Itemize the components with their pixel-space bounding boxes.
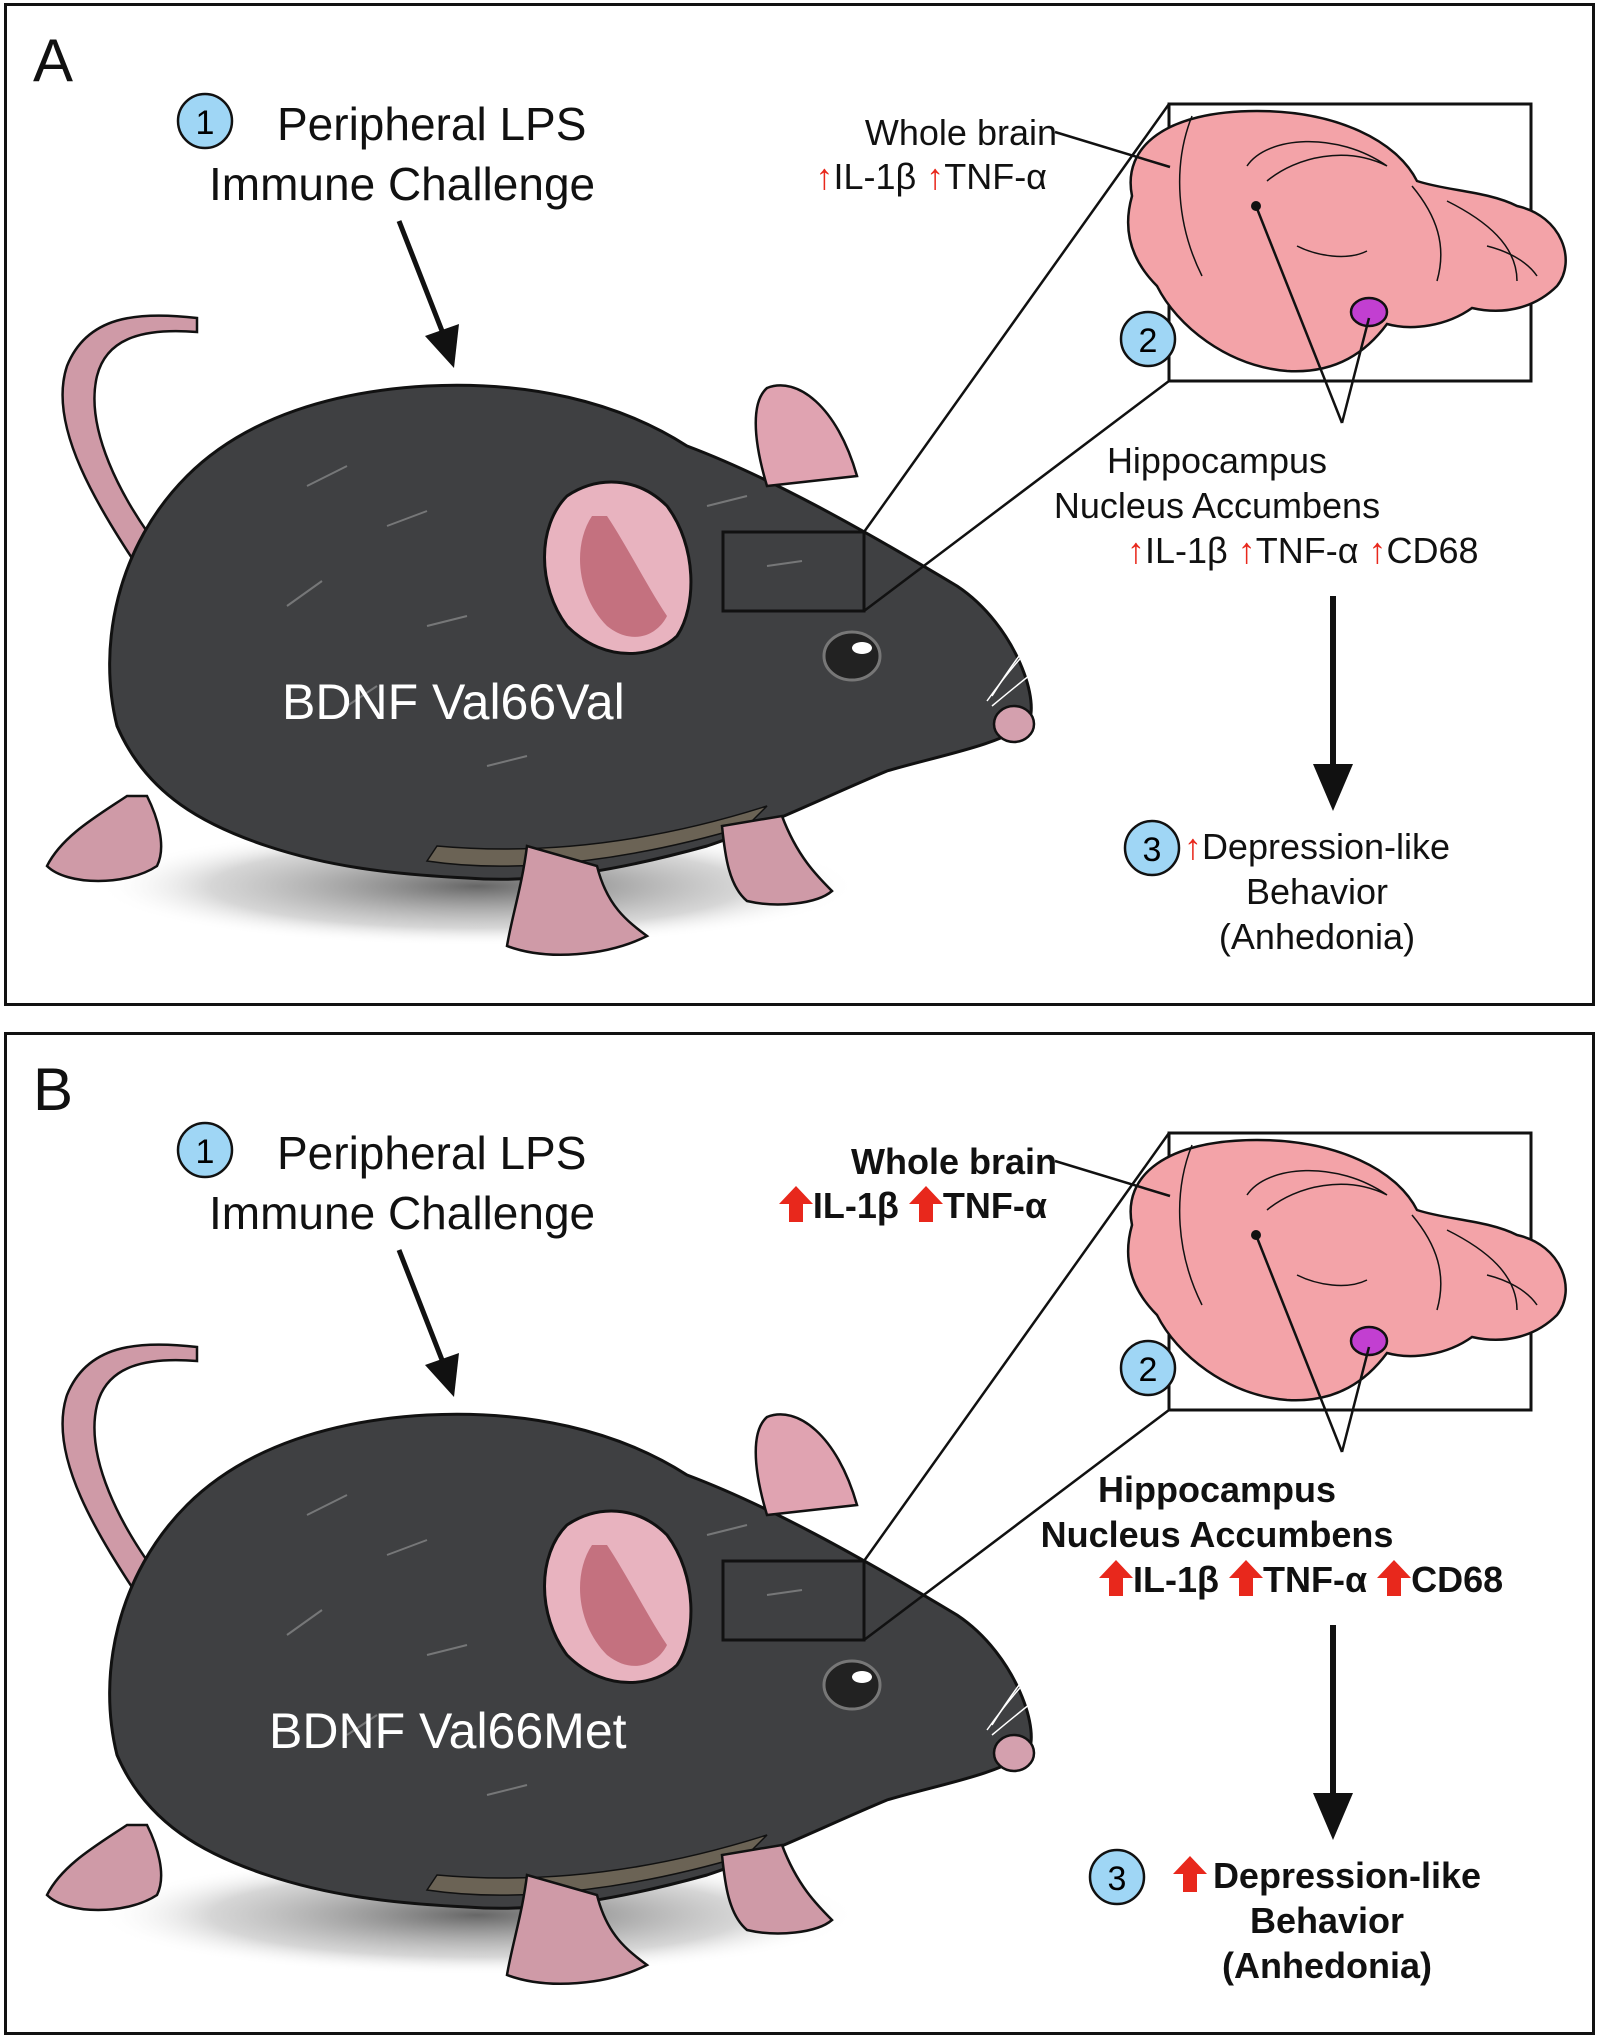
behavior-label: Behavior [1249, 1900, 1405, 1941]
step-1-title: Peripheral LPS Immune Challenge [187, 1123, 657, 1243]
strain-label: BDNF Val66Val [282, 674, 625, 730]
nucleus-accumbens-label: Nucleus Accumbens [1040, 1514, 1394, 1555]
up-arrow-icon: ↑ [1183, 826, 1202, 867]
cytokine-tnfa: TNF-α [1255, 530, 1359, 571]
cytokine-il1b: IL-1β [1133, 1559, 1219, 1600]
brain-pointer-lines [1054, 130, 1371, 424]
thick-up-arrow-icon [1377, 1560, 1412, 1596]
anhedonia-label: (Anhedonia) [1222, 1945, 1432, 1986]
whole-brain-cytokines: ↑IL-1β↑TNF-α [815, 156, 1057, 198]
region-labels: Hippocampus Nucleus Accumbens [1007, 438, 1427, 528]
lps-arrow [396, 1249, 459, 1397]
behavior-arrow [1313, 1625, 1353, 1840]
marker-cd68: CD68 [1411, 1559, 1504, 1600]
step-3-number: 3 [1108, 1860, 1127, 1898]
behavior-arrow [1313, 596, 1353, 811]
step-2-badge: 2 [1119, 1339, 1177, 1397]
step-1-badge: 1 [176, 1121, 234, 1179]
region-cytokines: IL-1β TNF-α CD68 [1099, 1559, 1513, 1601]
behavior-outcome: ↑Depression-like Behavior (Anhedonia) [1147, 824, 1487, 959]
step-1-line-2: Immune Challenge [209, 158, 596, 210]
anhedonia-label: (Anhedonia) [1218, 916, 1416, 957]
thick-up-arrow-icon [1228, 1560, 1263, 1596]
whole-brain-cytokines: IL-1β TNF-α [778, 1185, 1057, 1227]
thick-up-arrow-icon [778, 1186, 813, 1222]
panel-b-illustration: 1 [45, 1121, 1567, 1985]
behavior-outcome: Depression-like Behavior (Anhedonia) [1157, 1853, 1497, 1988]
region-cytokines: ↑IL-1β↑TNF-α↑CD68 [1127, 530, 1489, 572]
panel-a-illustration: 1 [45, 92, 1567, 956]
step-1-badge: 1 [176, 92, 234, 150]
step-1-number: 1 [196, 104, 215, 142]
step-1-line-2: Immune Challenge [209, 1187, 596, 1239]
up-arrow-icon: ↑ [1237, 530, 1256, 571]
up-arrow-icon: ↑ [1127, 530, 1145, 571]
panel-b: 1 [4, 1032, 1595, 2035]
zoom-lines [862, 103, 1171, 612]
cytokine-il1b: IL-1β [1145, 530, 1228, 571]
step-1-title: Peripheral LPS Immune Challenge [187, 94, 657, 214]
up-arrow-icon: ↑ [926, 156, 945, 197]
strain-label: BDNF Val66Met [269, 1703, 627, 1759]
hippocampus-label: Hippocampus [1106, 440, 1328, 481]
brain-pointer-lines [1054, 1159, 1371, 1453]
step-3-badge: 3 [1123, 819, 1181, 877]
step-1-line-1: Peripheral LPS [277, 1127, 587, 1179]
step-2-number: 2 [1139, 322, 1158, 360]
behavior-label: Behavior [1245, 871, 1389, 912]
nucleus-accumbens-label: Nucleus Accumbens [1053, 485, 1381, 526]
brain-illustration [1126, 1138, 1567, 1402]
step-1-line-1: Peripheral LPS [277, 98, 587, 150]
cytokine-tnfa: TNF-α [944, 156, 1047, 197]
marker-cd68: CD68 [1386, 530, 1479, 571]
mouse-illustration [45, 314, 1093, 956]
cytokine-tnfa: TNF-α [1262, 1559, 1368, 1600]
lps-arrow [396, 220, 459, 368]
panel-letter: B [33, 1056, 74, 1123]
up-arrow-icon: ↑ [815, 156, 834, 197]
depression-label: Depression-like [1212, 1855, 1482, 1896]
up-arrow-icon: ↑ [1368, 530, 1387, 571]
step-2-number: 2 [1139, 1351, 1158, 1389]
step-2-badge: 2 [1119, 310, 1177, 368]
thick-up-arrow-icon [908, 1186, 943, 1222]
thick-up-arrow-icon [1172, 1856, 1207, 1892]
cytokine-tnfa: TNF-α [942, 1185, 1047, 1226]
zoom-lines [862, 1132, 1171, 1641]
region-labels: Hippocampus Nucleus Accumbens [1007, 1467, 1427, 1557]
step-1-number: 1 [196, 1133, 215, 1171]
step-3-number: 3 [1143, 831, 1162, 869]
thick-up-arrow-icon [1099, 1560, 1133, 1596]
whole-brain-label: Whole brain [864, 112, 1057, 153]
brain-illustration [1126, 109, 1567, 373]
cytokine-il1b: IL-1β [833, 156, 917, 197]
panel-letter: A [33, 27, 74, 94]
whole-brain-label: Whole brain [851, 1141, 1057, 1182]
panel-a: 1 [4, 3, 1595, 1006]
step-3-badge: 3 [1088, 1848, 1146, 1906]
cytokine-il1b: IL-1β [812, 1185, 899, 1226]
mouse-illustration [45, 1343, 1093, 1985]
hippocampus-label: Hippocampus [1097, 1469, 1337, 1510]
depression-label: Depression-like [1201, 826, 1451, 867]
